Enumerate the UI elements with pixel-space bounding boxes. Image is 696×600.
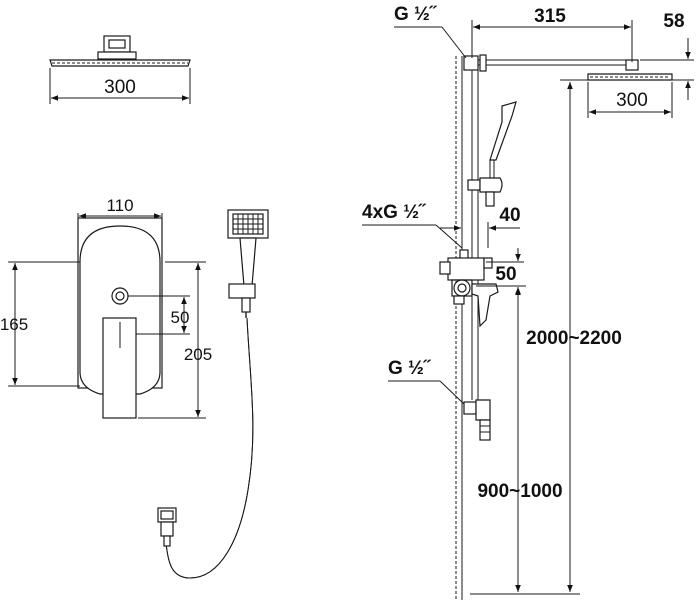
dim-label: 40	[499, 205, 520, 226]
dim-plate-height: 165	[0, 261, 80, 387]
wall-plate	[77, 217, 163, 419]
dim-label: 165	[0, 315, 28, 334]
dim-arm-drop: 58	[640, 11, 694, 100]
dim-label: 50	[171, 308, 190, 327]
hose-connector	[157, 507, 177, 547]
dim-arm-length: 315	[471, 6, 633, 62]
dim-head-width-right: 300	[587, 82, 673, 118]
dim-label: 58	[663, 11, 684, 32]
dim-outlet-offset: 50	[128, 295, 190, 335]
thread-label-top: G ½˝	[394, 4, 467, 59]
thread-text: G ½˝	[394, 4, 438, 25]
dim-label: 900~1000	[477, 481, 562, 502]
dim-label: 300	[616, 90, 648, 111]
dim-label: 110	[106, 196, 133, 215]
thread-label-bottom: G ½˝	[388, 358, 465, 405]
shower-head-side	[587, 73, 673, 81]
riser-pipe	[471, 62, 479, 400]
hand-shower-holder	[467, 101, 517, 207]
dim-label: 300	[104, 77, 136, 98]
hose	[165, 317, 254, 579]
dim-label: 315	[534, 6, 566, 27]
dim-valve-depth: 40	[440, 205, 521, 248]
thread-label-valve: 4xG ½˝	[362, 202, 463, 249]
dim-top-height: 2000~2200	[470, 79, 676, 595]
dim-label: 205	[184, 345, 212, 364]
bottom-elbow	[463, 399, 491, 441]
mixing-valve	[439, 249, 499, 328]
dim-label: 50	[495, 264, 516, 285]
dim-total-height-left: 205	[138, 261, 212, 419]
thread-text: 4xG ½˝	[362, 202, 427, 223]
dim-head-width-left: 300	[49, 68, 191, 104]
shower-head-top-view	[49, 35, 191, 67]
thread-text: G ½˝	[388, 358, 432, 379]
shower-arm	[463, 54, 639, 72]
dim-valve-height: 900~1000	[476, 285, 563, 592]
dim-plate-width: 110	[77, 196, 163, 250]
dim-label: 2000~2200	[526, 328, 622, 349]
hand-shower	[227, 209, 269, 318]
